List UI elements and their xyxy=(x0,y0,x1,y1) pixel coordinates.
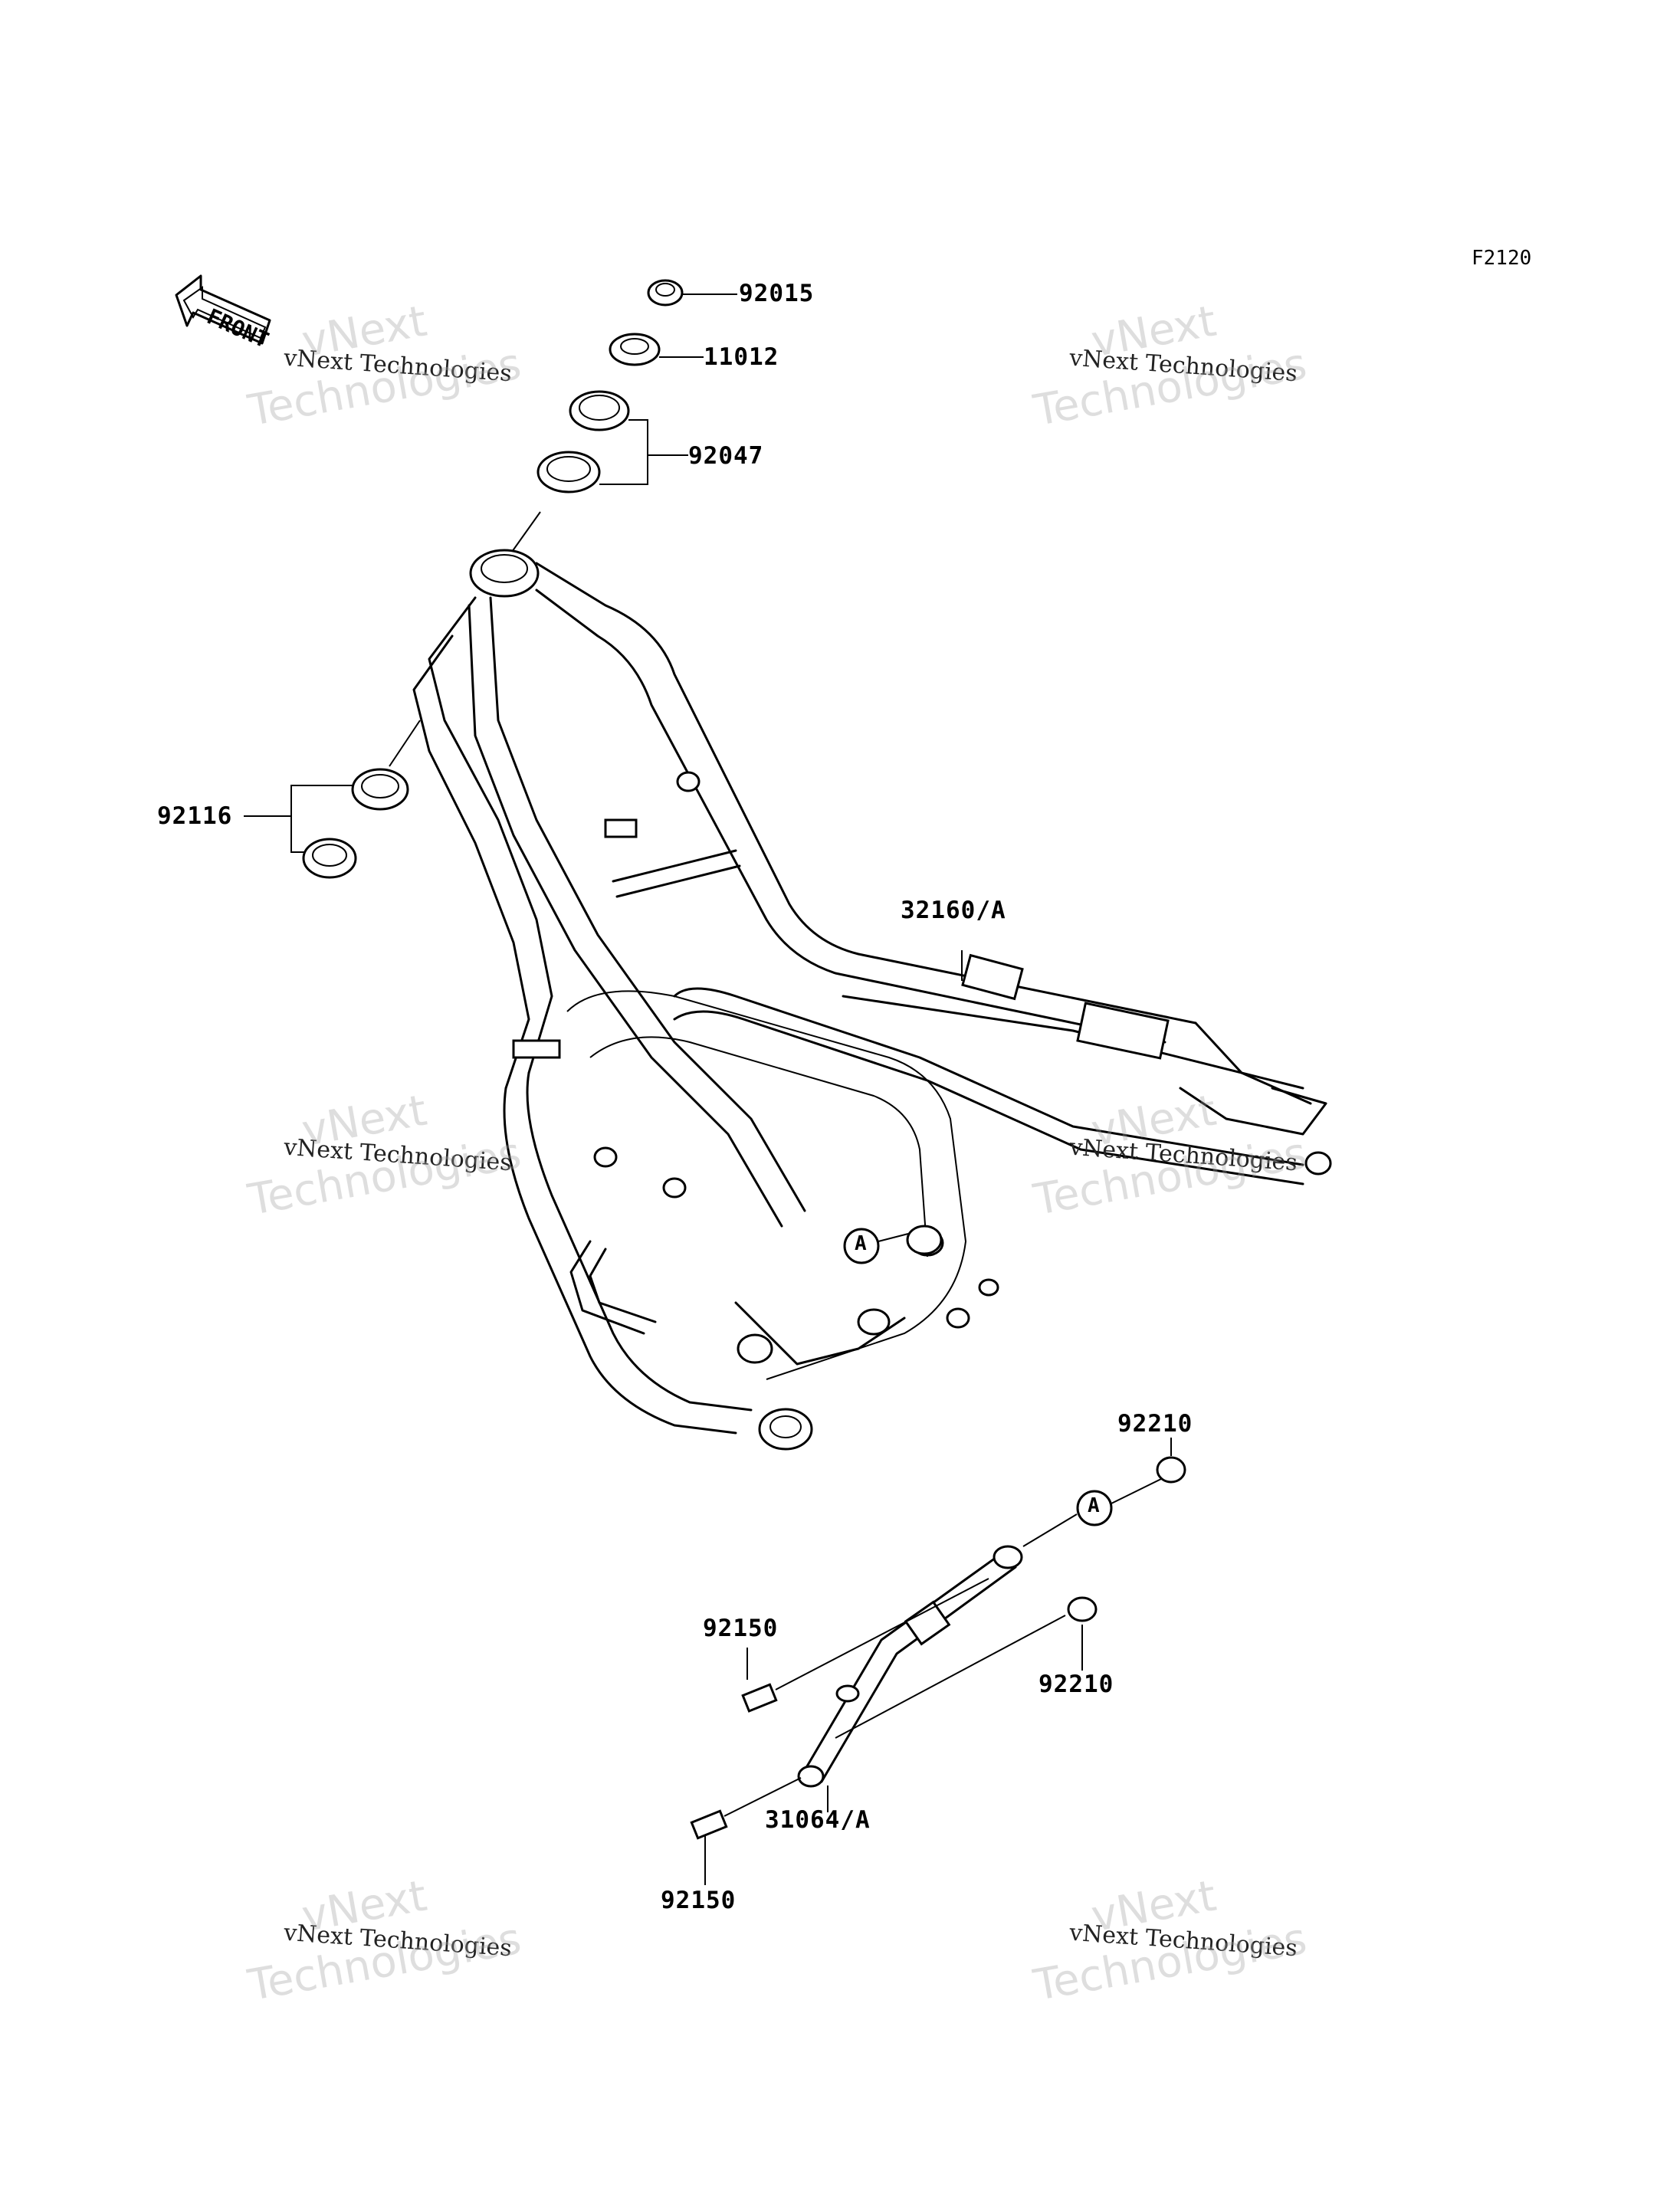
frame-32160 xyxy=(412,549,1332,1451)
label-92150-top[interactable]: 92150 xyxy=(703,1615,779,1642)
label-92116[interactable]: 92116 xyxy=(157,802,233,830)
label-92150-bot[interactable]: 92150 xyxy=(661,1887,737,1914)
ref-marker-frame: A xyxy=(855,1232,868,1255)
stay-assembly xyxy=(690,1438,1186,1885)
part-11012-washer xyxy=(609,333,704,366)
diagram-code: F2120 xyxy=(1472,247,1532,270)
part-92116-bearing xyxy=(244,720,421,879)
label-31064-a[interactable]: 31064/A xyxy=(765,1806,871,1834)
label-11012[interactable]: 11012 xyxy=(704,343,779,371)
front-arrow-icon: FRONT xyxy=(175,274,273,353)
label-92047[interactable]: 92047 xyxy=(688,442,764,470)
ref-marker-stay: A xyxy=(1088,1494,1101,1517)
part-92047-races xyxy=(511,390,688,553)
svg-text:FRONT: FRONT xyxy=(203,303,272,353)
label-92210-top[interactable]: 92210 xyxy=(1117,1410,1193,1438)
part-92015-nut xyxy=(647,279,737,307)
label-32160-a[interactable]: 32160/A xyxy=(901,897,1006,924)
label-92015[interactable]: 92015 xyxy=(739,280,815,307)
label-92210-mid[interactable]: 92210 xyxy=(1039,1671,1114,1698)
